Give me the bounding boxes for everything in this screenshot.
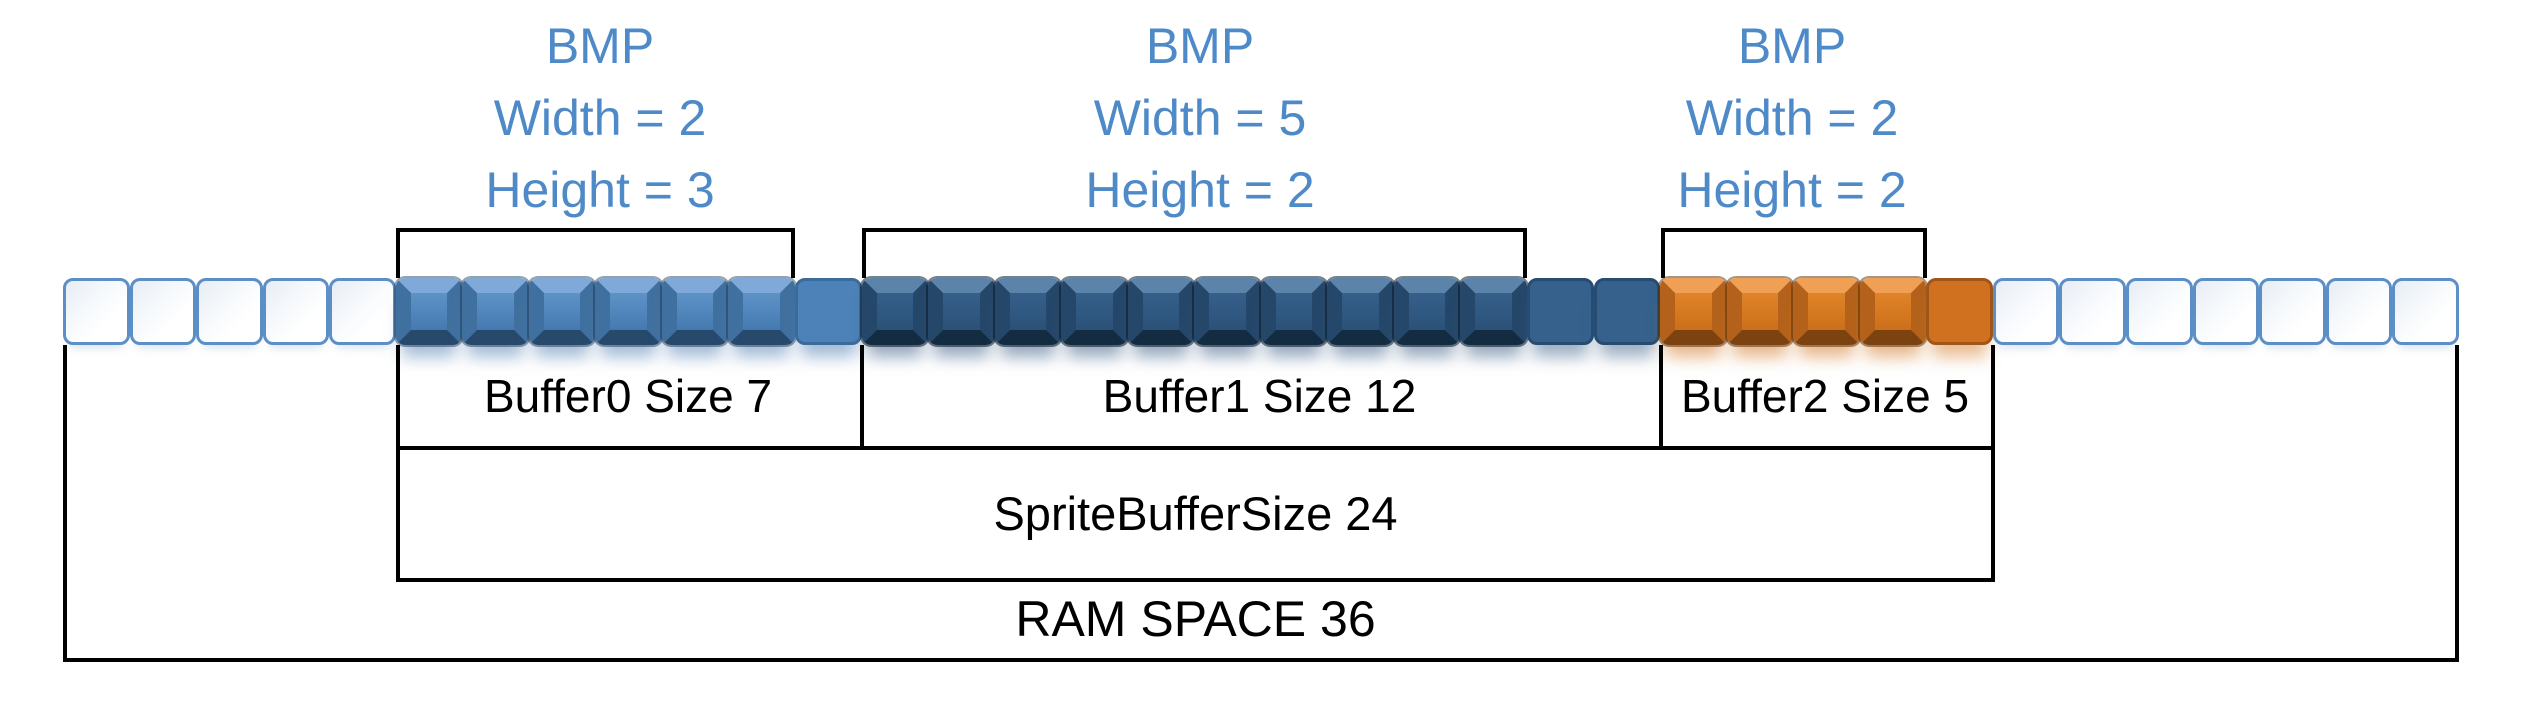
memory-cell-buffer1-bitmap-cell: [928, 278, 995, 345]
bmp-title: BMP: [1737, 18, 1847, 74]
memory-cell-buffer2-bitmap-cell: [1726, 278, 1794, 345]
memory-cell-free-left: [329, 278, 396, 345]
sprite-buffer-size-label: SpriteBufferSize 24: [993, 486, 1398, 540]
bmp-height-label: Height = 2: [1677, 162, 1907, 218]
memory-cell-buffer0-bitmap-cell: [728, 278, 796, 345]
memory-cell-buffer1-bitmap-cell: [1061, 278, 1128, 345]
memory-cell-buffer2-padding-cell: [1926, 278, 1993, 345]
sprite-box-right-line: [1991, 345, 1995, 578]
buffer1-buffer2-divider: [1659, 345, 1663, 446]
memory-cell-free-left: [63, 278, 130, 345]
buffer0-size-label: Buffer0 Size 7: [483, 370, 773, 422]
bmp-height-label: Height = 2: [1085, 162, 1315, 218]
memory-cell-free-right: [2192, 278, 2260, 345]
memory-cell-buffer2-bitmap-cell: [1793, 278, 1860, 345]
memory-cell-free-left: [196, 278, 263, 345]
ram-box-bottom-line: [63, 658, 2459, 662]
memory-cell-free-right: [2325, 278, 2393, 345]
memory-cell-buffer1-padding-cell: [1593, 278, 1661, 345]
bmp-width-label: Width = 5: [1093, 90, 1307, 146]
buffer1-size-label: Buffer1 Size 12: [1102, 370, 1417, 422]
bmp-annotation-buffer0: BMP Width = 2 Height = 3: [485, 10, 714, 226]
ram-box-left-line: [63, 345, 67, 662]
memory-cell-buffer0-bitmap-cell: [395, 278, 463, 345]
memory-cell-buffer1-bitmap-cell: [1460, 278, 1528, 345]
memory-cell-buffer1-bitmap-cell: [1194, 278, 1261, 345]
bmp-width-label: Width = 2: [1685, 90, 1899, 146]
sprite-box-bottom-line: [396, 578, 1995, 582]
memory-cell-free-right: [2259, 278, 2326, 345]
memory-cell-buffer2-bitmap-cell: [1859, 278, 1927, 345]
ram-box-right-line: [2455, 345, 2459, 662]
memory-cell-row: [63, 278, 2459, 345]
memory-cell-free-right: [2125, 278, 2193, 345]
buffer0-buffer1-divider: [860, 345, 864, 446]
memory-cell-buffer1-bitmap-cell: [1393, 278, 1461, 345]
memory-cell-buffer1-bitmap-cell: [1327, 278, 1394, 345]
sprite-box-left-line: [396, 345, 400, 578]
buffer2-size-label: Buffer2 Size 5: [1680, 370, 1970, 422]
memory-cell-free-left: [262, 278, 330, 345]
memory-cell-buffer1-bitmap-cell: [1127, 278, 1195, 345]
bmp-bracket-buffer2: [1661, 228, 1927, 278]
memory-cell-buffer0-bitmap-cell: [595, 278, 662, 345]
bmp-bracket-buffer1: [862, 228, 1527, 278]
memory-cell-buffer2-bitmap-cell: [1660, 278, 1727, 345]
bmp-title: BMP: [1145, 18, 1255, 74]
bmp-width-label: Width = 2: [493, 90, 707, 146]
memory-cell-free-right: [2392, 278, 2459, 345]
ram-space-label: RAM SPACE 36: [1015, 591, 1376, 647]
memory-cell-buffer0-bitmap-cell: [462, 278, 529, 345]
bmp-bracket-buffer0: [396, 228, 795, 278]
bmp-annotation-buffer2: BMP Width = 2 Height = 2: [1677, 10, 1906, 226]
memory-cell-buffer0-padding-cell: [795, 278, 862, 345]
memory-cell-buffer1-padding-cell: [1527, 278, 1594, 345]
sprite-box-top-line: [396, 446, 1995, 450]
bmp-height-label: Height = 3: [485, 162, 715, 218]
memory-cell-buffer1-bitmap-cell: [861, 278, 929, 345]
bmp-title: BMP: [545, 18, 655, 74]
memory-cell-buffer0-bitmap-cell: [528, 278, 596, 345]
memory-cell-free-right: [1992, 278, 2060, 345]
memory-cell-buffer1-bitmap-cell: [994, 278, 1062, 345]
bmp-annotation-buffer1: BMP Width = 5 Height = 2: [1085, 10, 1314, 226]
memory-cell-free-left: [129, 278, 197, 345]
memory-cell-buffer1-bitmap-cell: [1260, 278, 1328, 345]
memory-cell-free-right: [2059, 278, 2126, 345]
memory-cell-buffer0-bitmap-cell: [661, 278, 729, 345]
